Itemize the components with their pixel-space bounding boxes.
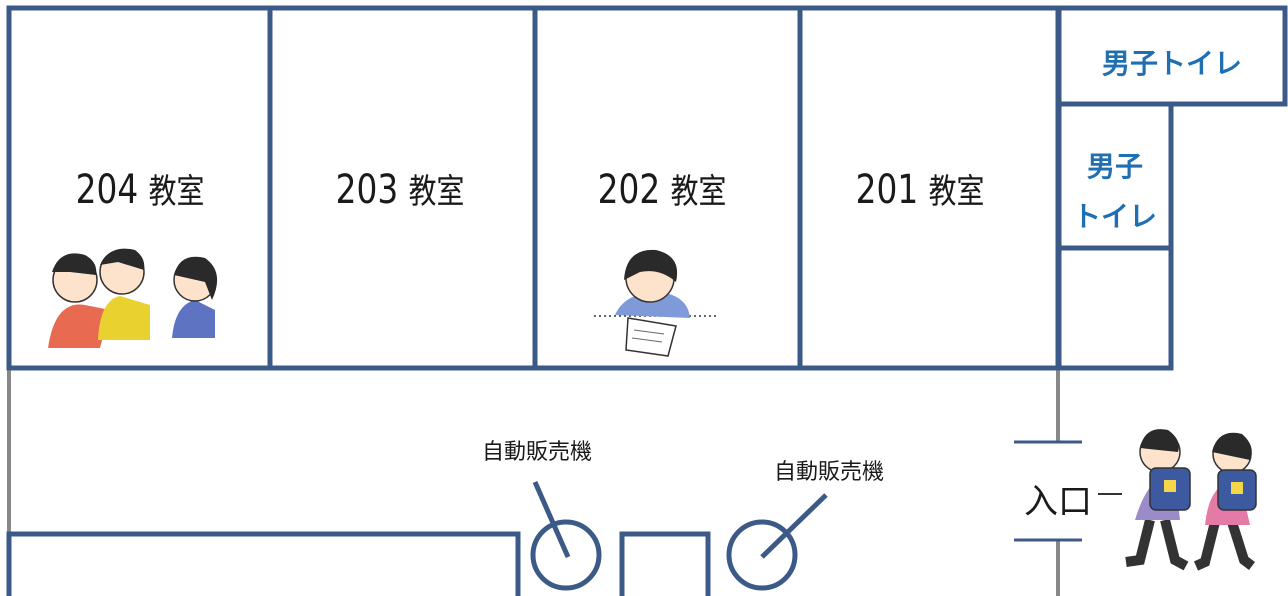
lower-room bbox=[6, 531, 521, 596]
room-204-suffix: 教室 bbox=[148, 172, 205, 212]
toilet-small-label-line2: トイレ bbox=[1072, 200, 1157, 233]
vending-machine-1-pointer bbox=[532, 480, 571, 559]
room-203-number: 203 bbox=[335, 167, 399, 213]
room-202-number: 202 bbox=[597, 167, 661, 213]
students-walking-illustration bbox=[1125, 429, 1257, 571]
toilet-storage-room bbox=[1056, 245, 1174, 371]
toilet-top-label: 男子トイレ bbox=[1101, 47, 1242, 80]
entrance-label: 入口 bbox=[1024, 482, 1092, 522]
room-203-suffix: 教室 bbox=[408, 172, 465, 212]
vending-machine-2-label: 自動販売機 bbox=[774, 460, 885, 485]
room-202-suffix: 教室 bbox=[670, 172, 727, 212]
room-204-number: 204 bbox=[75, 167, 139, 213]
students-chatting-illustration bbox=[48, 248, 218, 348]
vending-machine-2-pointer bbox=[760, 493, 828, 559]
toilet-small-label-line1: 男子 bbox=[1086, 150, 1143, 183]
middle-box bbox=[619, 531, 711, 596]
room-204-label: 204 教室 bbox=[58, 164, 222, 213]
vending-machine-1-circle bbox=[530, 519, 602, 591]
student-writing-illustration bbox=[594, 249, 718, 357]
room-202-label: 202 教室 bbox=[580, 164, 744, 213]
vending-machine-1-label: 自動販売機 bbox=[482, 440, 593, 465]
room-203-label: 203 教室 bbox=[318, 164, 482, 213]
room-201-number: 201 bbox=[855, 167, 919, 213]
room-201-suffix: 教室 bbox=[928, 172, 985, 212]
vending-machine-2-circle bbox=[726, 519, 798, 591]
room-201-label: 201 教室 bbox=[838, 164, 1002, 213]
